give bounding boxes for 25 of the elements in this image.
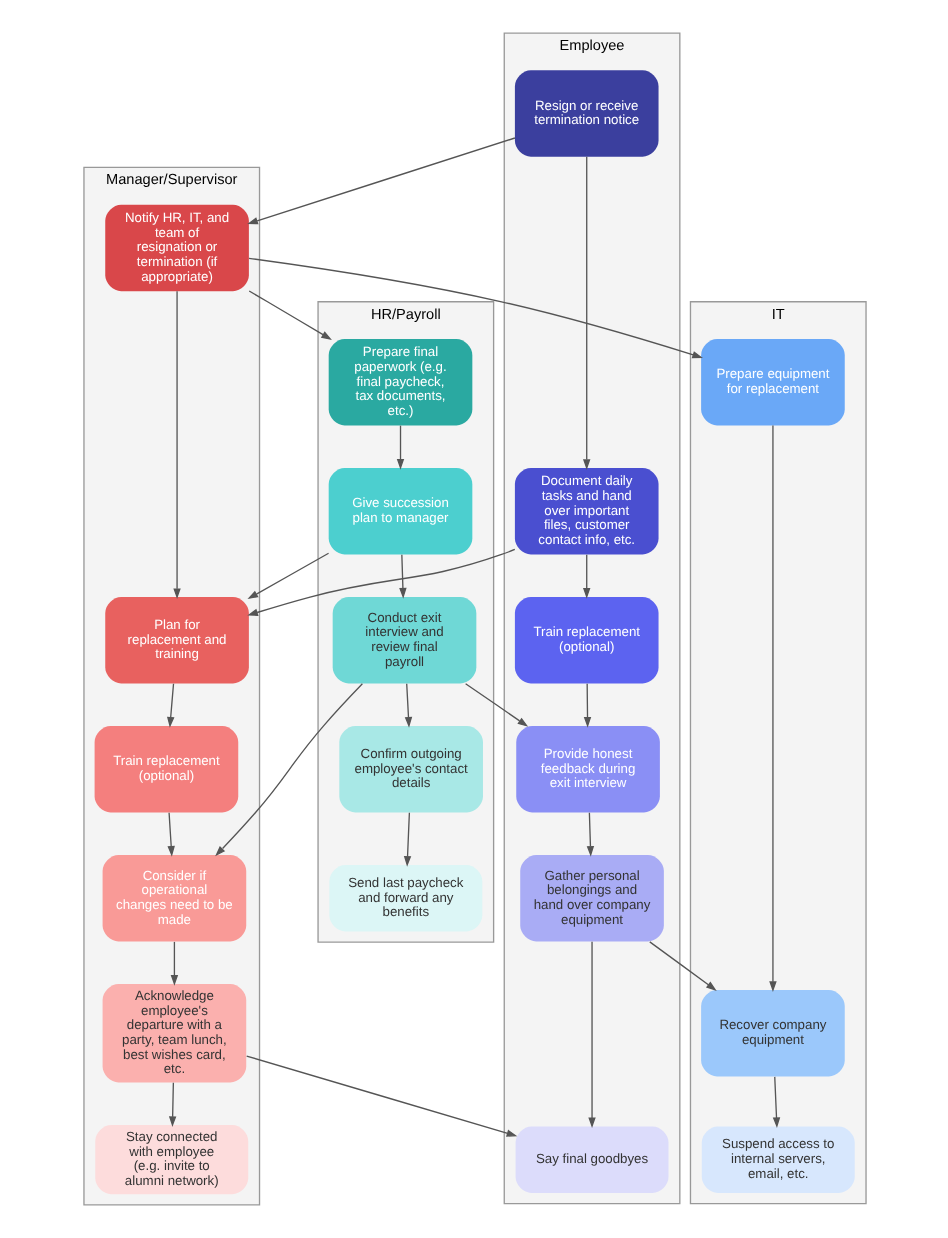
arrow [582,554,590,599]
arrow [402,812,411,867]
arrow [587,941,595,1129]
arrow [172,290,180,600]
arrow [214,683,363,857]
arrow [247,290,331,340]
arrow [395,425,404,470]
arrow [246,137,515,225]
arrow [167,1082,176,1127]
arrow [463,683,528,727]
arrow [169,941,178,986]
arrow [246,548,515,616]
arrow [398,554,406,599]
arrow [585,812,594,857]
arrow [582,683,591,728]
arrow [768,424,776,992]
arrow [246,552,329,600]
arrow [771,1076,780,1129]
arrow [245,1055,517,1137]
arrow [403,683,412,728]
arrow [648,941,716,991]
arrow [166,683,174,728]
arrow [582,156,590,470]
arrow [247,257,702,359]
arrow [166,812,174,857]
